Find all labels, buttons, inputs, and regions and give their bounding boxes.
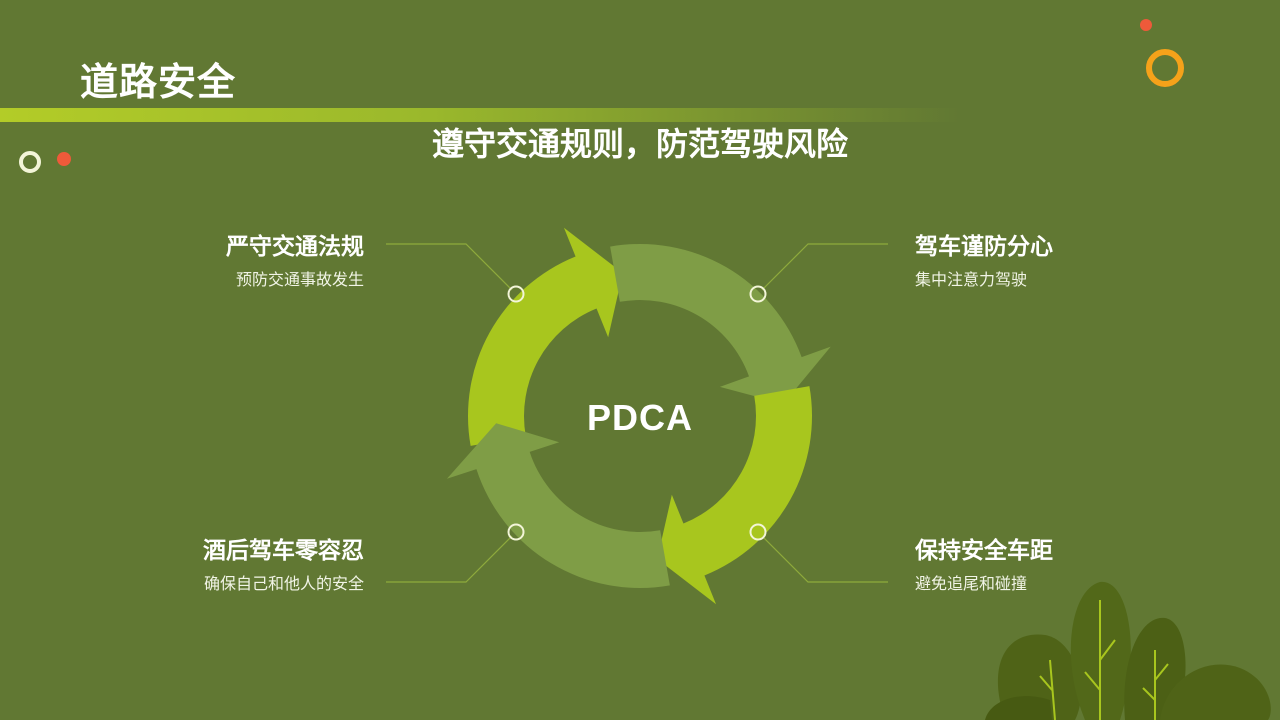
leaf-plant-decoration [985,581,1271,720]
page-title: 道路安全 [80,60,237,104]
cycle-arrow-bottom-left [446,423,670,588]
cycle-item-bottom-left: 酒后驾车零容忍 确保自己和他人的安全 [100,536,364,595]
item-description: 避免追尾和碰撞 [915,574,1028,593]
item-description: 集中注意力驾驶 [915,270,1028,289]
anchor-circle-bottom-right [749,523,767,541]
cycle-arrow-bottom-right [657,386,812,605]
anchor-circle-top-left [507,285,525,303]
title-underline-bar [0,108,960,122]
anchor-circle-top-right [749,285,767,303]
cycle-item-top-right: 驾车谨防分心 集中注意力驾驶 [915,232,1215,291]
item-description: 确保自己和他人的安全 [203,574,364,593]
connector-line-top-left [386,243,513,291]
page-subtitle: 遵守交通规则，防范驾驶风险 [431,125,848,163]
orange-ring [1146,49,1184,87]
cycle-item-bottom-right: 保持安全车距 避免追尾和碰撞 [915,536,1215,595]
item-title: 保持安全车距 [915,538,1053,564]
cycle-arrow-top-right [610,243,831,404]
red-dot-top-right [1140,19,1152,31]
red-dot-left [57,152,71,166]
connector-line-top-right [761,243,888,291]
item-description: 预防交通事故发生 [235,270,364,289]
cycle-arrow-top-left [468,227,623,446]
anchor-circle-bottom-left [507,523,525,541]
center-label: PDCA [586,397,693,438]
cycle-item-top-left: 严守交通法规 预防交通事故发生 [100,232,364,291]
item-title: 酒后驾车零容忍 [203,538,364,564]
item-title: 严守交通法规 [226,234,364,260]
connector-line-bottom-left [386,535,513,583]
connector-line-bottom-right [761,535,888,583]
item-title: 驾车谨防分心 [915,234,1053,260]
cream-ring-left [19,151,41,173]
